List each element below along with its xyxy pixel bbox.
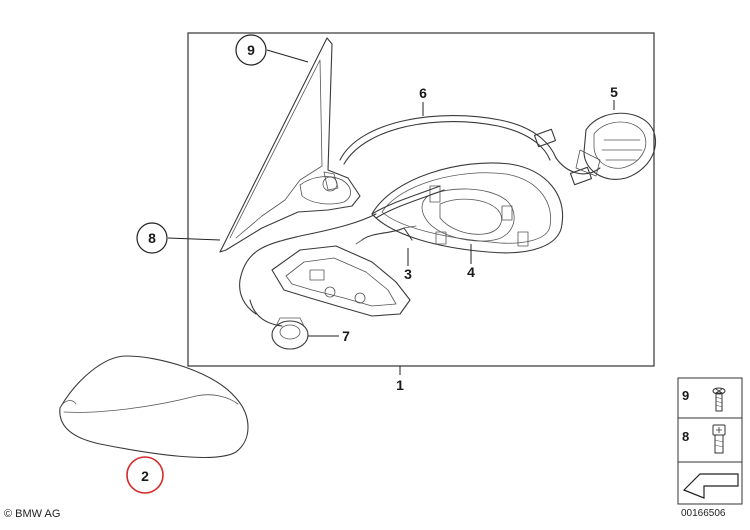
callout-8[interactable]: 8	[136, 222, 168, 254]
copyright-label: © BMW AG	[4, 508, 61, 520]
legend-item-9-label: 9	[682, 388, 689, 403]
mirror-housing-drawing	[371, 162, 564, 254]
wiring-harness-drawing	[239, 115, 601, 327]
arrow-icon	[682, 473, 739, 499]
legend-item-8-label: 8	[682, 429, 689, 444]
callout-9[interactable]: 9	[235, 34, 267, 66]
highlight-circle	[126, 456, 164, 494]
callout-7[interactable]: 7	[342, 328, 350, 344]
callout-5[interactable]: 5	[610, 84, 618, 100]
callout-2-label: 2	[141, 468, 149, 484]
callout-2[interactable]: 2	[126, 456, 164, 494]
fastener-legend: 9 8	[677, 377, 743, 505]
bolt-icon	[712, 424, 726, 454]
leader-lines	[167, 49, 615, 375]
callout-8-label: 8	[148, 230, 156, 246]
mirror-cap-drawing	[59, 355, 249, 459]
mirror-base-drawing	[219, 37, 361, 253]
screw-icon	[712, 387, 726, 412]
callout-9-label: 9	[247, 42, 255, 58]
callout-1[interactable]: 1	[396, 377, 404, 393]
document-number: 00166506	[681, 508, 726, 519]
motor-drawing	[575, 112, 657, 180]
assembly-frame	[187, 32, 655, 367]
callout-4[interactable]: 4	[467, 264, 475, 280]
bracket-drawing	[271, 225, 417, 317]
actuator-drawing	[271, 317, 309, 350]
callout-3[interactable]: 3	[404, 266, 412, 282]
callout-6[interactable]: 6	[419, 85, 427, 101]
